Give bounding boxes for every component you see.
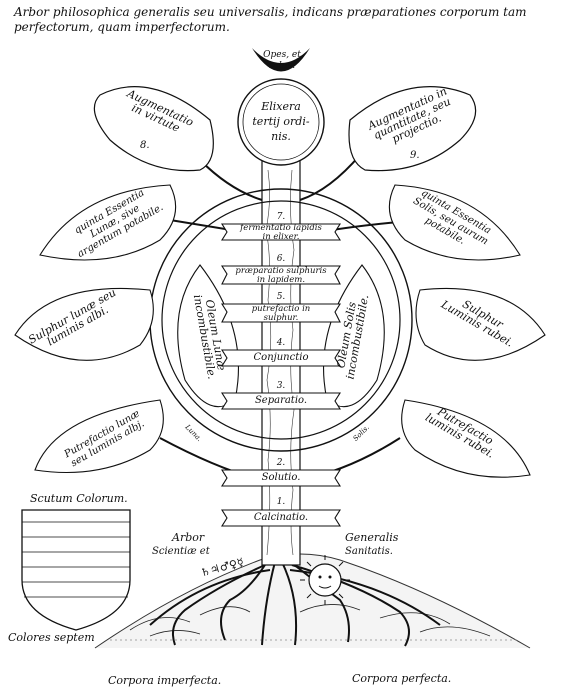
stage-num-3: 3. xyxy=(276,381,286,391)
scroll-stage-3 xyxy=(221,392,341,410)
scroll-stage-7 xyxy=(221,223,341,241)
stage-label-4: Conjunctio xyxy=(253,352,309,363)
stage-label-3: Separatio. xyxy=(254,395,308,406)
elixir-line2: tertij ordi- xyxy=(252,115,310,128)
scroll-stage-4 xyxy=(221,349,341,367)
arbor-right-line1: Generalis xyxy=(345,531,399,544)
corpora-perfecta-label: Corpora perfecta. xyxy=(352,672,452,685)
stage-num-5: 5. xyxy=(276,292,286,302)
stage-num-4: 4. xyxy=(276,338,286,348)
corpora-imperfecta-label: Corpora imperfecta. xyxy=(108,674,222,687)
leaf-quinta-solis xyxy=(388,184,521,261)
sun-face-icon xyxy=(300,555,350,605)
leaf-aug-quantitate xyxy=(348,86,477,172)
inner-ring xyxy=(161,200,401,440)
scroll-stage-1 xyxy=(221,509,341,527)
scroll-stage-5 xyxy=(221,303,341,323)
stage-label-1: Calcinatio. xyxy=(253,512,309,523)
leaf-sulphur-luminis xyxy=(415,287,546,361)
shield-title: Scutum Colorum. xyxy=(30,492,128,505)
moon-label: Opes, et salus. xyxy=(263,50,301,71)
stage-label-6: præparatio sulphuris in lapidem. xyxy=(235,266,327,285)
leaf-num-8: 8. xyxy=(140,140,150,151)
stage-num-2: 2. xyxy=(276,458,286,468)
elixir-line1: Elixera xyxy=(261,100,301,113)
elixir-line3: nis. xyxy=(271,130,291,143)
stage-label-5: putrefactio in sulphur. xyxy=(251,304,311,323)
ground-mound xyxy=(94,553,531,649)
scroll-stage-2 xyxy=(221,469,341,487)
scroll-stage-6 xyxy=(221,265,341,285)
shield-caption: Colores septem xyxy=(8,631,95,644)
leaf-sulphur-lunae xyxy=(14,287,154,361)
stage-label-7: fermentatio lapidis in elixer. xyxy=(240,223,322,242)
shield-of-colors xyxy=(21,509,131,631)
leaf-putrefactio-lunae xyxy=(34,399,164,474)
leaf-aug-virtute xyxy=(93,86,214,172)
arbor-left-line1: Arbor xyxy=(172,531,205,544)
stage-num-1: 1. xyxy=(276,497,286,507)
stage-num-7: 7. xyxy=(276,212,286,222)
diagram-title: Arbor philosophica generalis seu univers… xyxy=(14,5,527,34)
leaf-putrefactio-luminis xyxy=(401,399,531,478)
leaf-quinta-lunae xyxy=(39,184,177,261)
leaf-oleum-solis xyxy=(322,264,385,408)
elixir-inner-circle xyxy=(242,83,320,161)
stage-label-2: Solutio. xyxy=(261,472,301,483)
stage-num-6: 6. xyxy=(276,254,286,264)
elixir-circle xyxy=(237,78,325,166)
leaf-oleum-lunae xyxy=(177,264,240,408)
moon-crescent-icon xyxy=(252,48,310,72)
arbor-left-line2: Scientiæ et xyxy=(152,546,210,557)
arbor-right-line2: Sanitatis. xyxy=(345,546,393,557)
stage-scrolls xyxy=(221,223,341,527)
leaf-num-9: 9. xyxy=(410,150,420,161)
